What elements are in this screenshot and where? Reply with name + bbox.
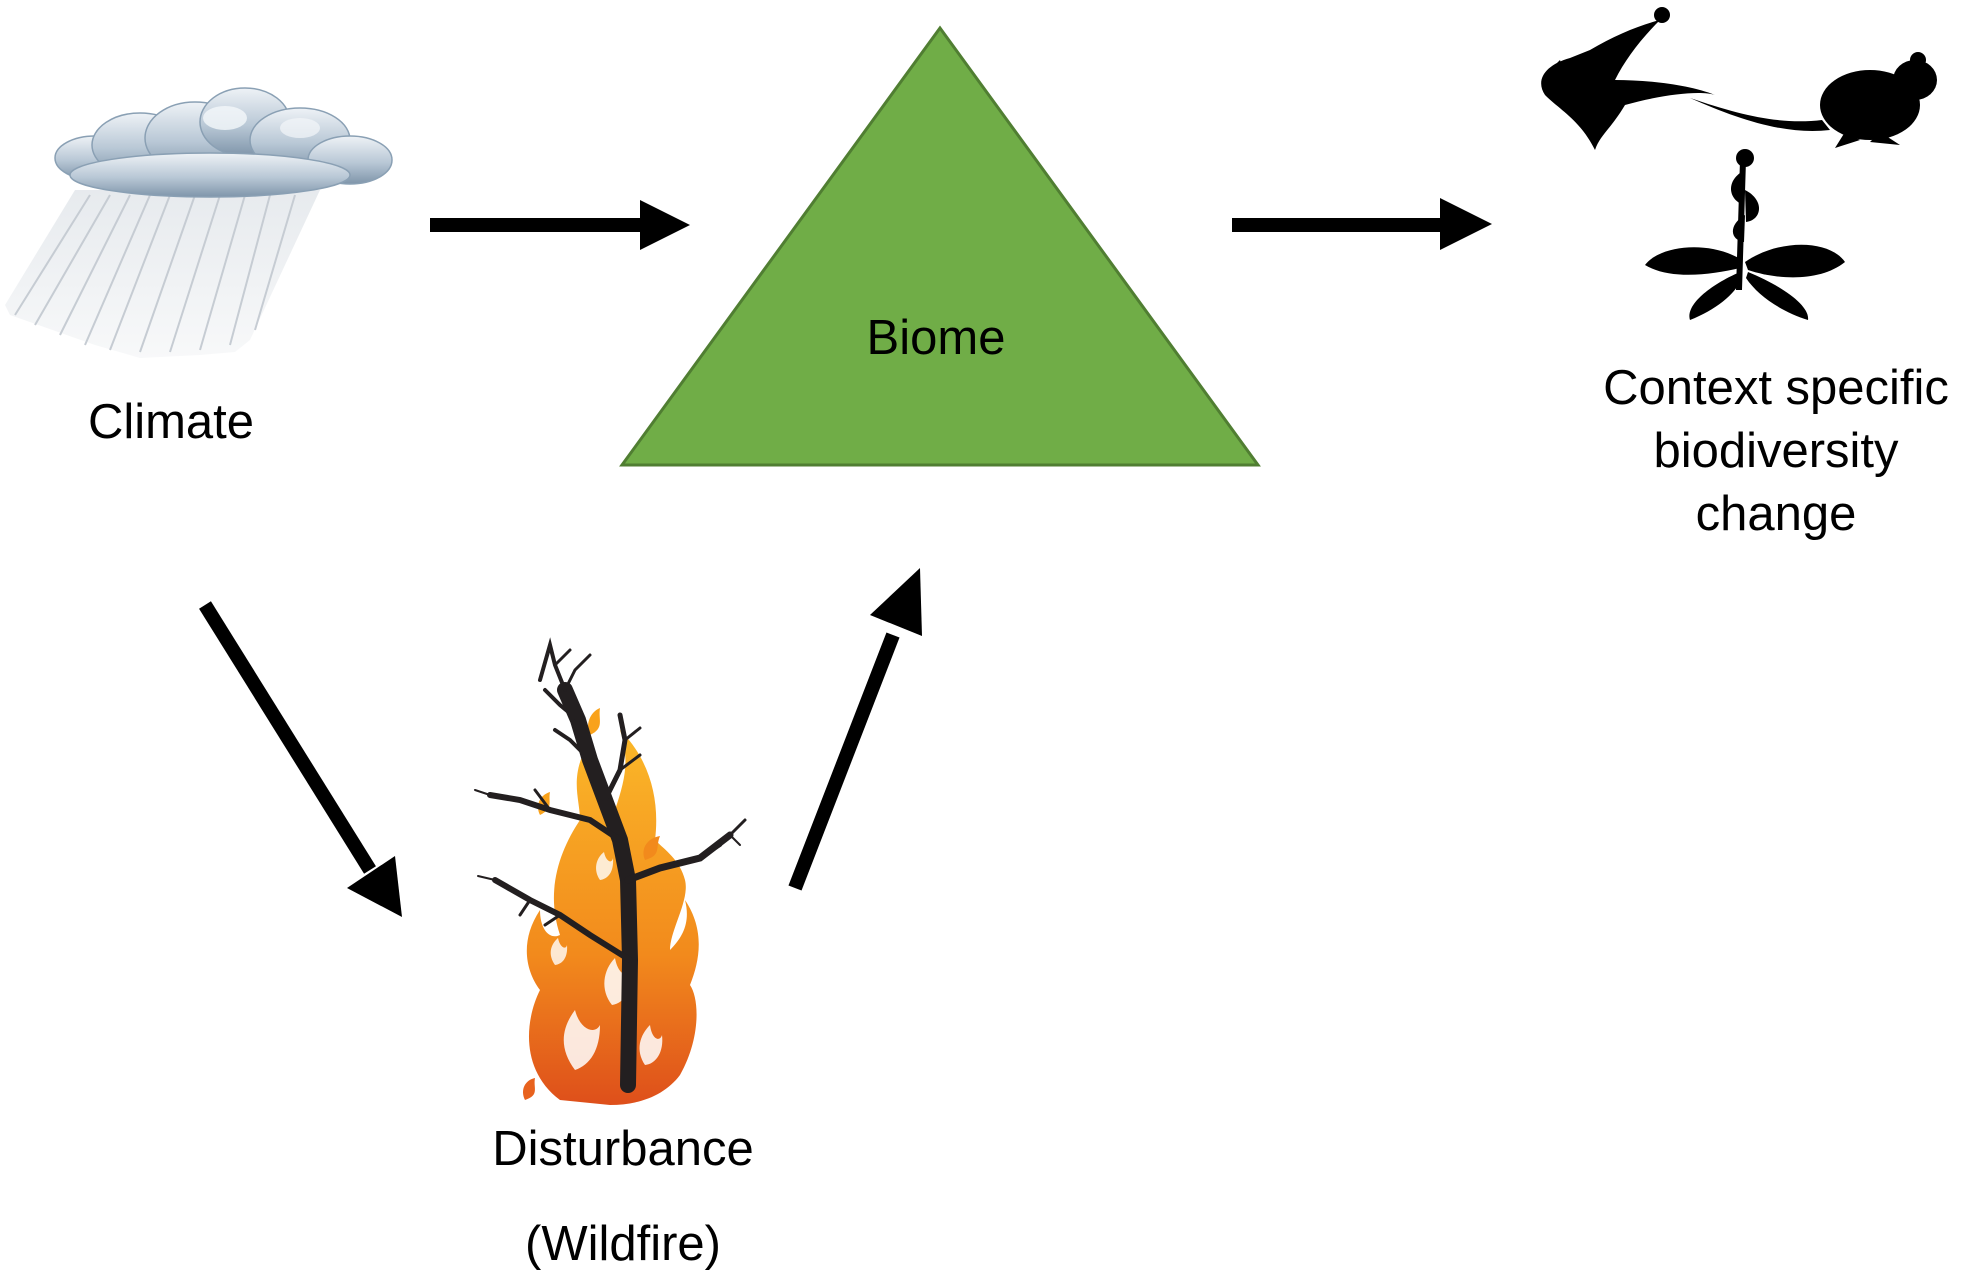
biodiversity-label: Context specific biodiversity change <box>1546 357 1981 546</box>
cloud <box>54 87 393 198</box>
bird-silhouette-icon <box>1541 7 1715 150</box>
arrow-biome-to-biodiversity <box>1232 198 1492 250</box>
biodiversity-label-line-1: Context specific <box>1603 361 1949 415</box>
burning-tree-icon <box>474 637 747 1105</box>
biome-label: Biome <box>866 311 1006 365</box>
biodiversity-label-line-3: change <box>1695 487 1857 541</box>
climate-label: Climate <box>87 395 255 449</box>
tree-silhouette <box>474 637 747 1093</box>
biodiversity-label-line-2: biodiversity <box>1653 424 1899 478</box>
disturbance-label: Disturbance <box>492 1122 754 1176</box>
wildfire-sublabel: (Wildfire) <box>525 1217 721 1271</box>
rain-sheet <box>5 190 320 358</box>
rain-cloud-icon <box>5 87 393 358</box>
biome-triangle <box>619 25 1261 467</box>
arrow-climate-to-disturbance <box>199 601 402 917</box>
arrow-disturbance-to-biome <box>788 568 922 891</box>
plant-silhouette-icon <box>1645 149 1845 320</box>
rodent-silhouette-icon <box>1690 52 1937 148</box>
arrow-climate-to-biome <box>430 200 690 250</box>
rain-streaks <box>14 194 296 353</box>
flame-outer <box>526 730 699 1105</box>
